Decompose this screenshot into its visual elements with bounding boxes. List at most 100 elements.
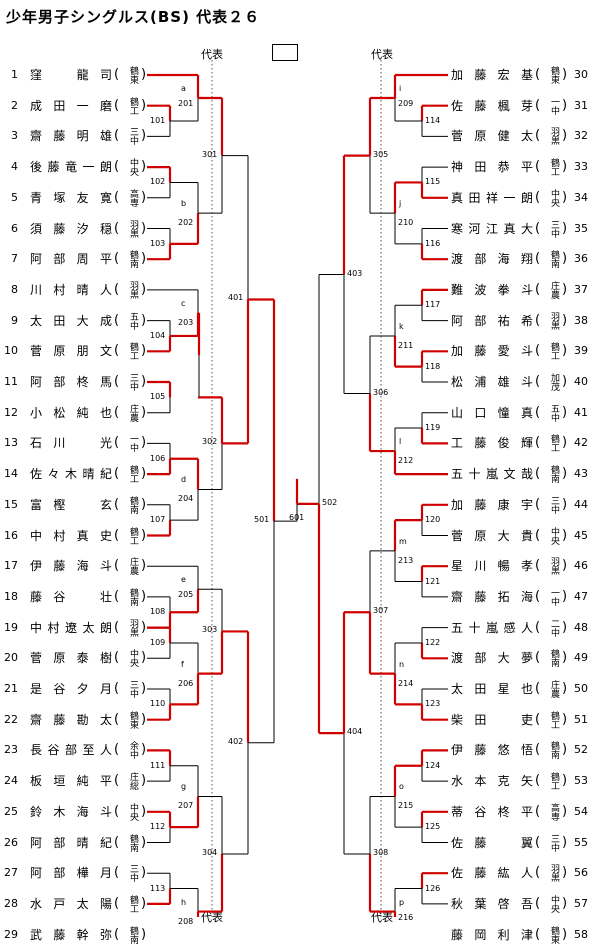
player-name: 菅原健太 — [451, 129, 533, 144]
player-name: 菅原泰樹 — [30, 651, 112, 666]
player-number: 35 — [574, 221, 588, 235]
match-label: 403 — [347, 268, 363, 278]
match-label: 308 — [373, 848, 389, 857]
player-club: 鶴南 — [549, 649, 559, 668]
paren-open: ( — [114, 895, 120, 911]
paren-close: ) — [562, 895, 568, 911]
paren-close: ) — [141, 312, 147, 328]
match-label: 210 — [398, 218, 414, 228]
match-label: 116 — [425, 238, 441, 248]
player-number: 43 — [574, 467, 588, 481]
player-number: 48 — [574, 620, 588, 634]
player-club: 鶴工 — [128, 526, 138, 545]
player-number: 37 — [574, 282, 588, 296]
paren-open: ( — [535, 374, 541, 389]
player-number: 19 — [4, 620, 18, 634]
match-label: 118 — [425, 361, 441, 371]
player-name: 阿部柊馬 — [30, 375, 112, 389]
match-label: l — [399, 437, 402, 447]
player-number: 22 — [4, 712, 18, 726]
paren-open: ( — [535, 588, 541, 604]
player-club: 鶴工 — [128, 894, 138, 913]
match-label: i — [399, 84, 402, 94]
player-club: 三中 — [128, 680, 138, 698]
player-club: 庄農 — [128, 557, 138, 576]
player-club: 鶴工 — [549, 158, 559, 177]
match-label: 119 — [425, 423, 441, 433]
paren-open: ( — [114, 650, 120, 666]
page-title: 少年男子シングルス(BS) 代表２６ — [6, 8, 261, 26]
player-number: 50 — [574, 682, 588, 695]
player-club: 三中 — [128, 127, 138, 146]
player-name: 難波拳斗 — [451, 282, 533, 297]
player-club: 鶴東 — [549, 66, 559, 84]
player-name: 齋藤明雄 — [30, 129, 112, 144]
player-number: 6 — [11, 221, 18, 235]
player-number: 42 — [574, 436, 588, 450]
daihyo-label-right-top: 代表 — [371, 48, 393, 61]
player-number: 11 — [4, 375, 18, 388]
player-number: 44 — [574, 497, 588, 511]
paren-close: ) — [141, 496, 147, 512]
player-number: 31 — [574, 98, 588, 112]
match-label: p — [399, 897, 405, 907]
paren-close: ) — [562, 67, 568, 82]
paren-close: ) — [562, 803, 568, 819]
paren-close: ) — [141, 619, 147, 635]
player-number: 17 — [4, 559, 18, 573]
paren-close: ) — [562, 711, 568, 727]
paren-close: ) — [141, 834, 147, 850]
match-label: k — [399, 321, 404, 331]
paren-close: ) — [562, 527, 568, 543]
match-label: 209 — [398, 99, 414, 109]
player-number: 52 — [574, 743, 588, 757]
paren-close: ) — [141, 159, 147, 175]
player-number: 46 — [574, 559, 588, 573]
paren-close: ) — [141, 251, 147, 267]
match-label: 206 — [178, 678, 194, 688]
player-club: 鶴南 — [128, 833, 138, 852]
player-name: 加藤愛斗 — [451, 344, 533, 359]
player-club: 鶴南 — [549, 741, 559, 760]
player-number: 34 — [574, 190, 588, 204]
player-number: 21 — [4, 682, 18, 695]
player-name: 青塚友寛 — [30, 190, 112, 205]
player-name: 太田星也 — [451, 682, 533, 696]
paren-open: ( — [535, 619, 541, 635]
match-label: 102 — [150, 177, 166, 187]
match-label: d — [181, 475, 187, 485]
player-number: 30 — [574, 68, 588, 81]
match-label: 307 — [373, 606, 389, 616]
paren-close: ) — [562, 650, 568, 666]
paren-close: ) — [141, 803, 147, 819]
paren-open: ( — [535, 343, 541, 359]
player-club: 中央 — [128, 158, 138, 177]
match-label: 104 — [150, 330, 166, 340]
match-label: 124 — [425, 760, 441, 770]
paren-close: ) — [562, 773, 568, 789]
player-club: 鶴南 — [549, 465, 559, 484]
match-label: 125 — [425, 822, 441, 832]
player-club: 鶴工 — [549, 434, 559, 453]
paren-open: ( — [114, 189, 120, 205]
paren-open: ( — [535, 650, 541, 666]
player-club: 三中 — [549, 219, 559, 238]
player-club: 鶴南 — [128, 587, 138, 606]
daihyo-label-left-top: 代表 — [201, 48, 223, 61]
player-number: 29 — [4, 927, 18, 941]
player-club: 二中 — [549, 618, 559, 637]
player-club: 羽黒 — [128, 280, 138, 299]
match-label: b — [181, 199, 187, 209]
player-club: 羽黒 — [549, 127, 559, 146]
player-number: 12 — [4, 405, 18, 419]
paren-close: ) — [562, 97, 568, 113]
paren-close: ) — [562, 159, 568, 175]
match-label: 501 — [254, 515, 270, 525]
match-label: e — [181, 575, 186, 585]
paren-close: ) — [141, 588, 147, 604]
player-number: 58 — [574, 927, 588, 941]
player-number: 54 — [574, 804, 588, 818]
paren-open: ( — [114, 281, 120, 297]
match-label: 215 — [398, 801, 414, 811]
player-name: 齋藤勘太 — [30, 712, 112, 727]
